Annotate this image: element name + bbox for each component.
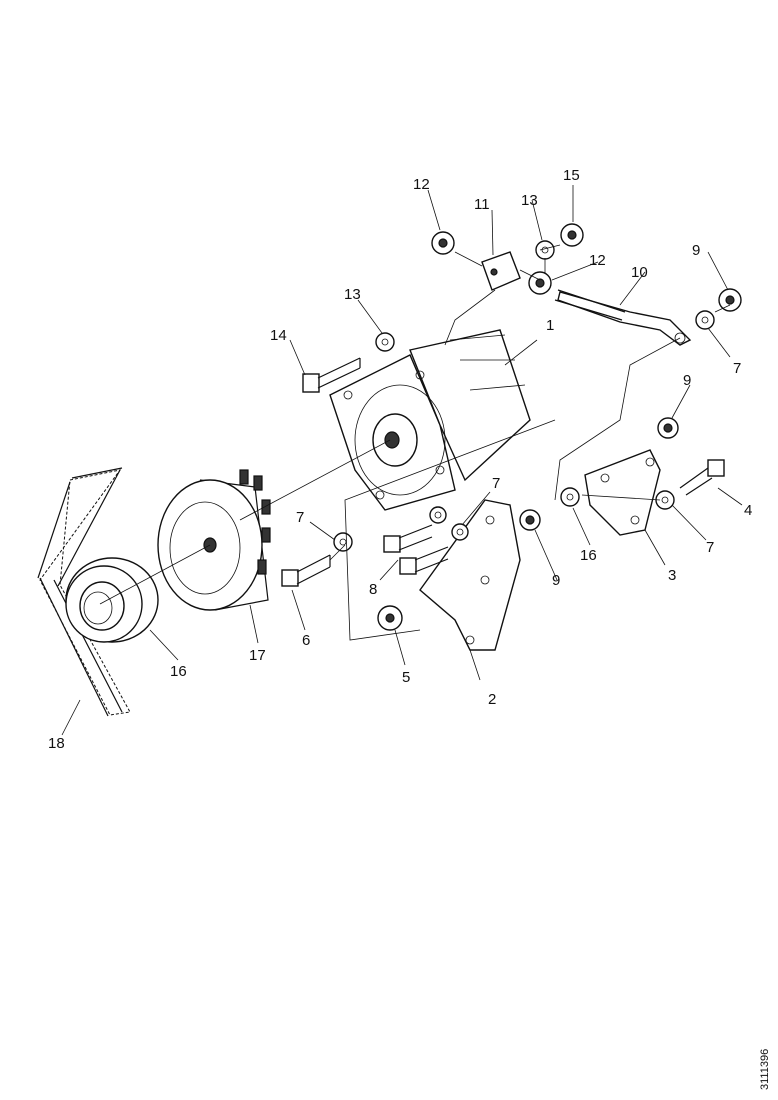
callout-14: 14 <box>270 327 287 344</box>
drive-belt <box>37 467 131 717</box>
callout-7-center: 7 <box>492 475 500 492</box>
callout-9-top: 9 <box>692 242 700 259</box>
callout-2: 2 <box>488 691 496 708</box>
callout-10: 10 <box>631 264 648 281</box>
callout-16-right: 16 <box>580 547 597 564</box>
callout-7-right-lower: 7 <box>706 539 714 556</box>
alternator <box>329 329 531 511</box>
mounting-bracket-lower <box>419 499 521 651</box>
callout-12-mid: 12 <box>589 252 606 269</box>
adjuster-block <box>481 251 521 291</box>
callout-labels: 1 2 3 4 5 6 7 7 7 7 8 9 9 9 10 11 12 12 … <box>48 167 752 752</box>
assembly-lines <box>99 244 731 641</box>
reference-number: 3111396 <box>759 1049 771 1090</box>
callout-9-mid: 9 <box>683 372 691 389</box>
callout-13-top: 13 <box>521 192 538 209</box>
callout-16-left: 16 <box>170 663 187 680</box>
alternator-fan-pulley <box>157 469 271 611</box>
callout-7-left: 7 <box>296 509 304 526</box>
mounting-bracket-right <box>584 449 661 536</box>
callout-11: 11 <box>474 196 490 213</box>
crank-pulley <box>65 557 159 643</box>
callout-15: 15 <box>563 167 580 184</box>
callout-17: 17 <box>249 647 266 664</box>
callout-8: 8 <box>369 581 377 598</box>
callout-5: 5 <box>402 669 410 686</box>
callout-12-top: 12 <box>413 176 430 193</box>
bolts <box>281 289 725 587</box>
callout-3: 3 <box>668 567 676 584</box>
callout-1: 1 <box>546 317 554 334</box>
callout-9-lower: 9 <box>552 572 560 589</box>
callout-13-mid: 13 <box>344 286 361 303</box>
callout-7-right-upper: 7 <box>733 360 741 377</box>
callout-4: 4 <box>744 502 752 519</box>
callout-18: 18 <box>48 735 65 752</box>
callout-6: 6 <box>302 632 310 649</box>
leader-lines <box>61 185 743 736</box>
fasteners <box>333 223 742 631</box>
